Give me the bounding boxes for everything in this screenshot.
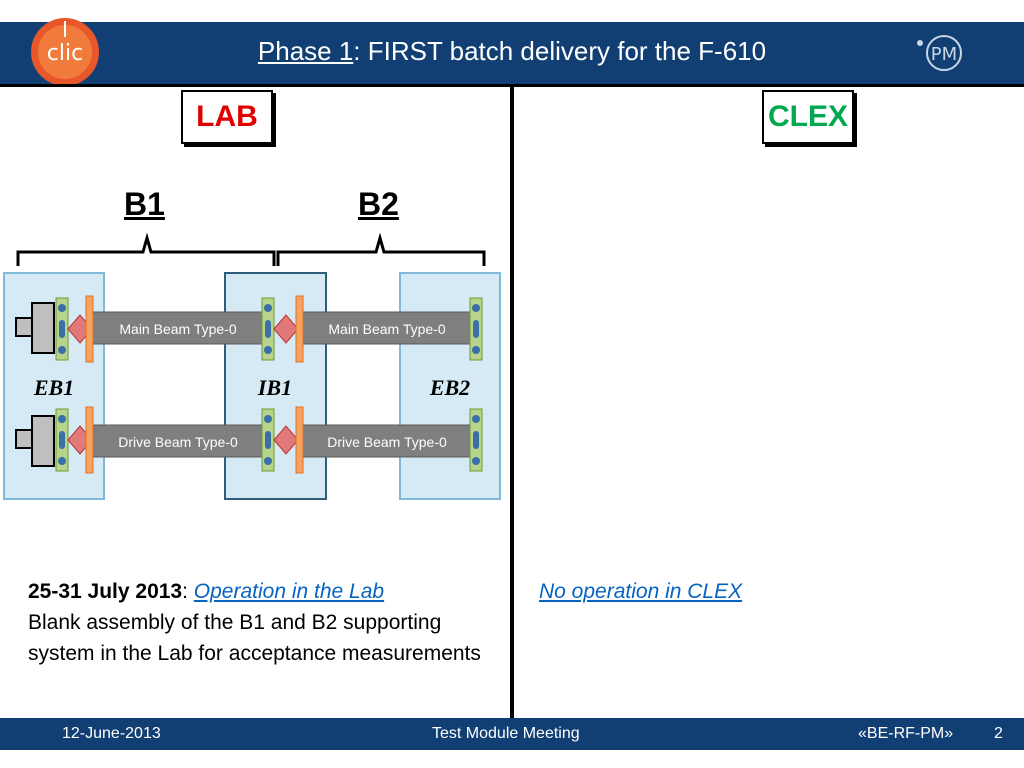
header-underline xyxy=(0,84,1024,87)
page-title: Phase 1: FIRST batch delivery for the F-… xyxy=(0,36,1024,67)
module-label: EB1 xyxy=(33,375,74,400)
title-rest: : FIRST batch delivery for the F-610 xyxy=(353,36,767,66)
ib1-module xyxy=(224,272,327,500)
date-range: 25-31 July 2013 xyxy=(28,580,183,603)
b1-brace xyxy=(16,232,276,266)
beam-label: Drive Beam Type-0 xyxy=(118,434,238,450)
flanges-ib1-bottom xyxy=(261,406,304,474)
lab-description: 25-31 July 2013: Operation in the Lab Bl… xyxy=(28,576,498,669)
lab-label: LAB xyxy=(181,90,273,144)
description-body: Blank assembly of the B1 and B2 supporti… xyxy=(28,611,481,665)
title-phase: Phase 1 xyxy=(257,36,354,66)
flanges-eb2-top xyxy=(469,297,483,361)
clic-logo: clic xyxy=(31,18,99,86)
load-top xyxy=(15,302,55,354)
b1-label: B1 xyxy=(124,186,165,222)
module-label: IB1 xyxy=(257,375,292,400)
b2-label: B2 xyxy=(358,186,399,222)
beam-label: Main Beam Type-0 xyxy=(328,321,445,337)
flanges-ib1-top xyxy=(261,295,304,363)
drive-beam-1 xyxy=(91,424,273,458)
footer-org: «BE-RF-PM» xyxy=(858,725,954,742)
module-label: EB2 xyxy=(429,375,470,400)
beam-label: Main Beam Type-0 xyxy=(119,321,236,337)
flanges-eb1-top xyxy=(55,295,94,363)
page-number: 2 xyxy=(994,725,1003,742)
no-operation-clex-link[interactable]: No operation in CLEX xyxy=(539,580,743,603)
clex-description: No operation in CLEX xyxy=(539,576,742,607)
svg-text:clic: clic xyxy=(47,41,83,66)
operation-lab-link[interactable]: Operation in the Lab xyxy=(193,580,385,603)
drive-beam-2 xyxy=(301,424,471,458)
load-bottom xyxy=(15,415,55,467)
eb2-module xyxy=(399,272,501,500)
b2-brace xyxy=(276,232,486,266)
footer-meeting: Test Module Meeting xyxy=(432,725,580,742)
svg-text:PM: PM xyxy=(931,44,957,65)
clex-label: CLEX xyxy=(762,90,854,144)
colon: : xyxy=(182,580,194,603)
footer-bar: 12-June-2013 Test Module Meeting «BE-RF-… xyxy=(0,718,1024,750)
flanges-eb1-bottom xyxy=(55,406,94,474)
beam-label: Drive Beam Type-0 xyxy=(327,434,447,450)
flanges-eb2-bottom xyxy=(469,408,483,472)
footer-date: 12-June-2013 xyxy=(62,725,161,742)
column-divider xyxy=(510,86,514,718)
pm-logo: PM xyxy=(917,35,962,71)
main-beam-2 xyxy=(301,311,471,345)
module-diagram: Main Beam Type-0 Main Beam Type-0 Drive … xyxy=(3,232,501,500)
